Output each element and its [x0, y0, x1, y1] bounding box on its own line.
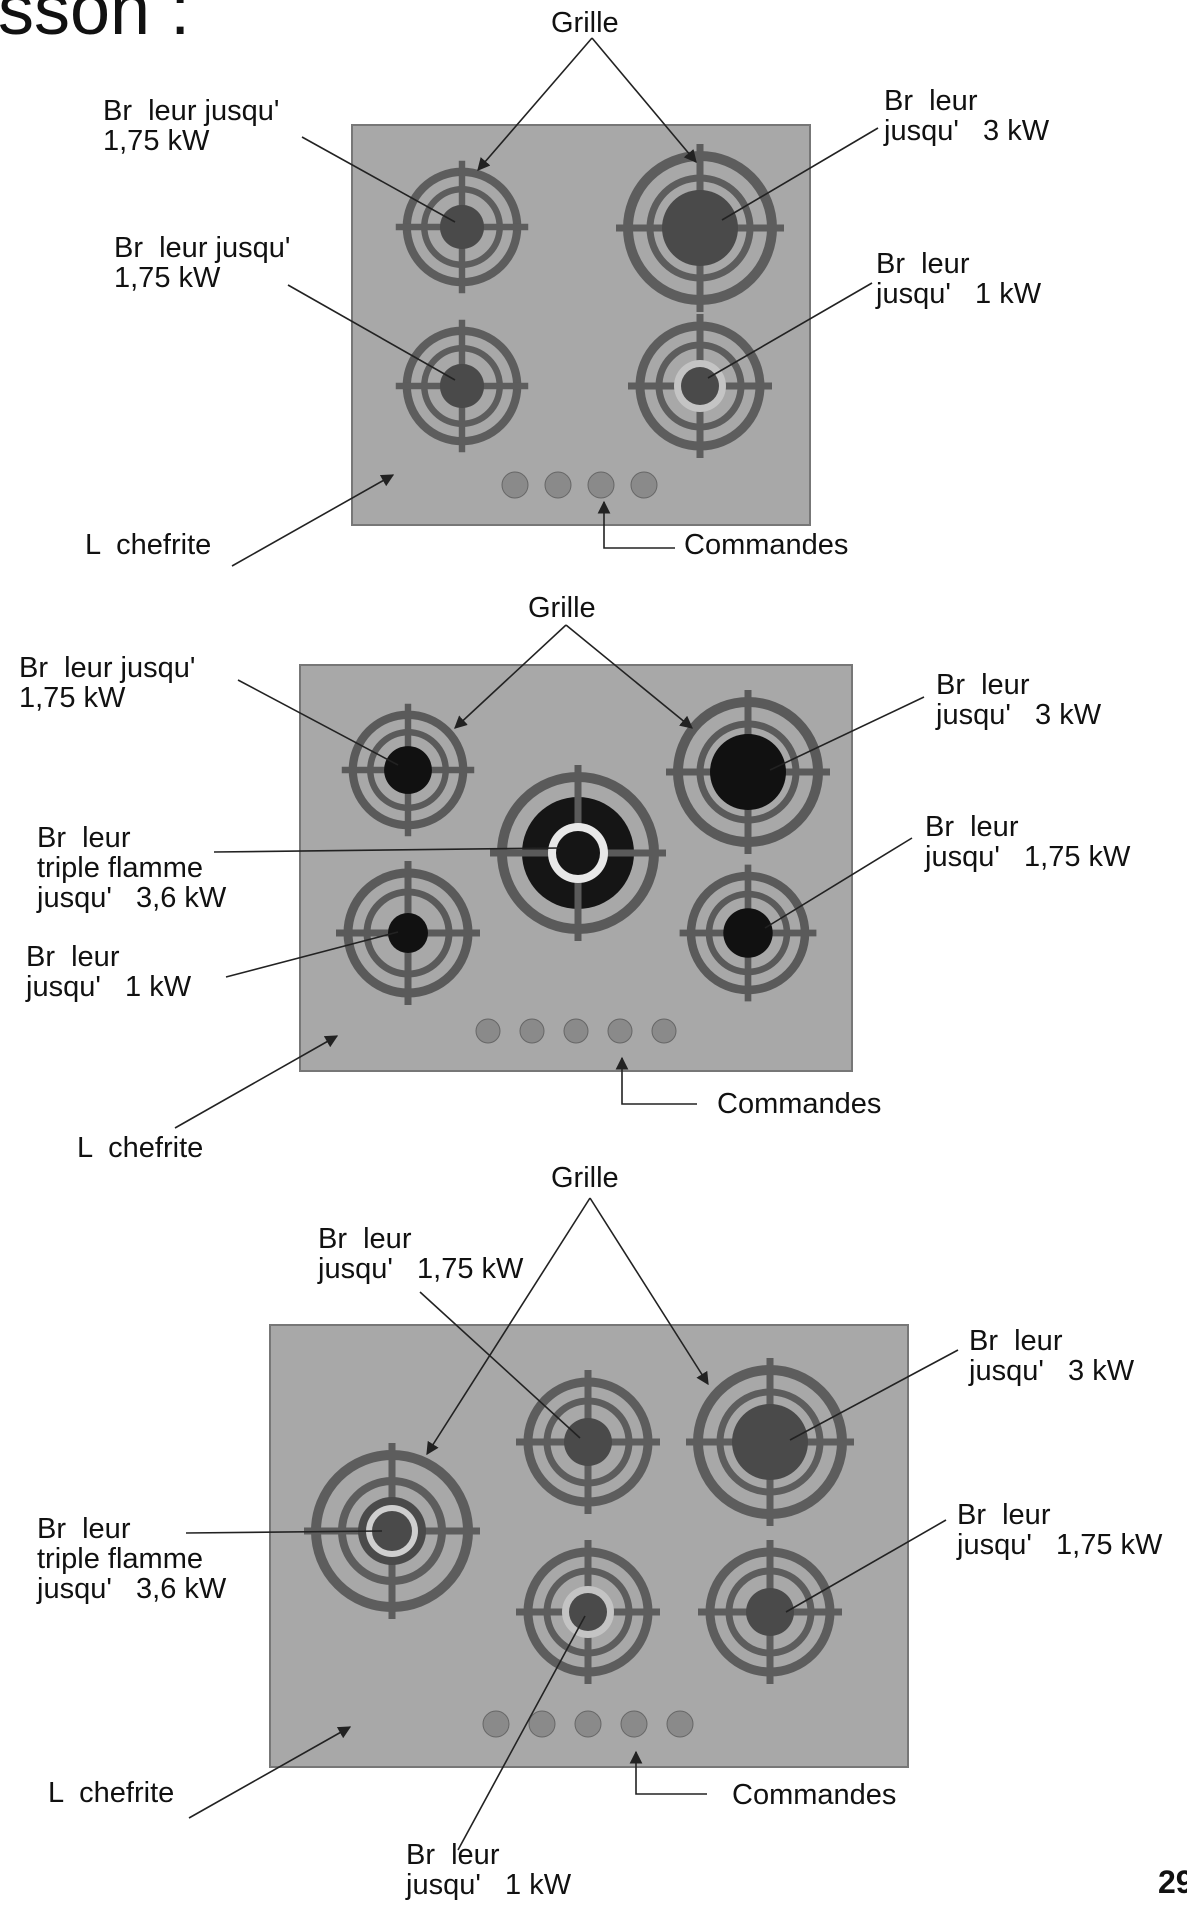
grille-label: Grille [551, 7, 619, 39]
grille-label: Grille [528, 592, 596, 624]
burner-label-triple: Br leur triple flamme jusqu' 3,6 kW [37, 1513, 227, 1605]
burner-label-top-right: Br leur jusqu' 3 kW [969, 1325, 1135, 1387]
hob-1 [231, 37, 879, 567]
lechefrite-label: L chefrite [77, 1132, 204, 1164]
burner-label-mid-right: Br leur jusqu' 1,75 kW [957, 1499, 1163, 1561]
hob-2 [174, 624, 925, 1129]
commandes-label: Commandes [717, 1088, 882, 1120]
burner-label-top: Br leur jusqu' 1,75 kW [318, 1223, 524, 1285]
control-knobs [501, 471, 658, 499]
lechefrite-label: L chefrite [85, 529, 212, 561]
lechefrite-label: L chefrite [48, 1777, 175, 1809]
burner-label-bottom: Br leur jusqu' 1 kW [406, 1839, 572, 1901]
burner-label-top-left: Br leur jusqu' 1,75 kW [19, 652, 196, 714]
commandes-label: Commandes [684, 529, 849, 561]
burner-label-mid-left: Br leur jusqu' 1,75 kW [114, 232, 291, 294]
commandes-label: Commandes [732, 1779, 897, 1811]
hob-3 [185, 1197, 959, 1851]
burner-label-bottom-left: Br leur jusqu' 1 kW [26, 941, 192, 1003]
burner-label-triple: Br leur triple flamme jusqu' 3,6 kW [37, 822, 227, 914]
page-number: 29 [1158, 1864, 1187, 1900]
page-title: sson : [0, 0, 191, 50]
burner-label-top-right: Br leur jusqu' 3 kW [936, 669, 1102, 731]
control-knobs [482, 1710, 694, 1738]
burner-label-top-left: Br leur jusqu' 1,75 kW [103, 95, 280, 157]
control-knobs [475, 1018, 677, 1044]
burner-label-top-right: Br leur jusqu' 3 kW [884, 85, 1050, 147]
grille-label: Grille [551, 1162, 619, 1194]
burner-label-mid-right: Br leur jusqu' 1 kW [876, 248, 1042, 310]
burner-label-mid-right: Br leur jusqu' 1,75 kW [925, 811, 1131, 873]
